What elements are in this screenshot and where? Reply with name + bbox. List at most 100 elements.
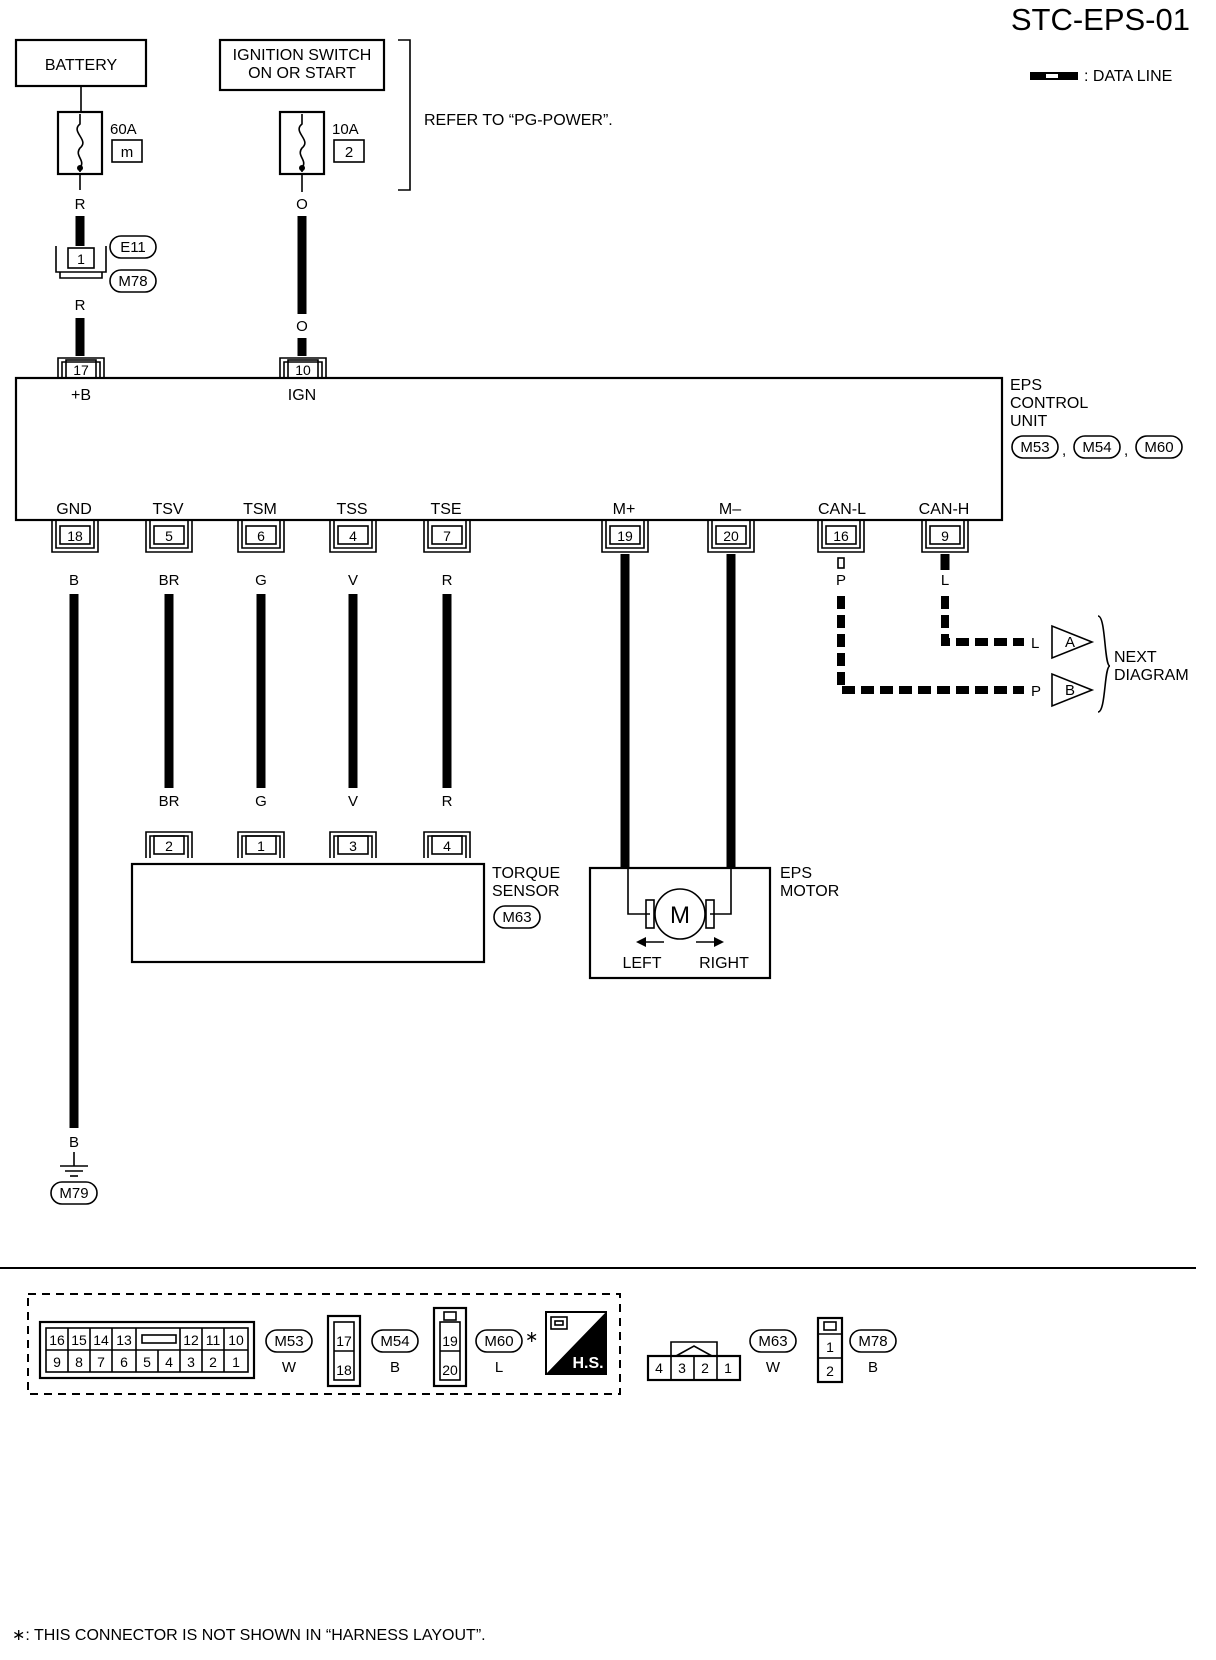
wire-color-v-2: V [348,793,358,810]
eps-control-unit [14,376,1004,522]
harness-plug-icon [550,1316,568,1330]
m63-pin-1: 1 [724,1360,732,1376]
ecu-pin-16-num: 16 [833,528,849,544]
torque-pin-2-num: 2 [165,838,173,854]
wire-color-l-1: L [941,572,949,589]
m60-asterisk: ∗ [525,1329,538,1346]
m63-pin-2: 2 [701,1360,709,1376]
ecu-pin-7-num: 7 [443,528,451,544]
wire-color-r-2: R [75,297,86,314]
can-l-data-line [837,596,1024,694]
fuse-10a-dot [299,165,305,171]
m54-id: M54 [380,1333,409,1350]
m54-badge [371,1329,419,1353]
ecu-name-1: EPS [1010,377,1042,394]
hs-label: H.S. [572,1355,603,1372]
m63-pin-3: 3 [678,1360,686,1376]
motor-lead-right [710,868,732,915]
motor-brush-right [705,899,715,929]
fuse-10a-element [298,114,306,172]
next-arrow-b [1051,672,1095,708]
ecu-pin-19: 19 [601,520,649,553]
ecu-pin-10: 10 [279,357,327,379]
wire-color-o-1: O [296,196,308,213]
fuse-10a-id-box [333,139,365,163]
m53-connector-face: 16 15 14 13 12 11 10 9 8 7 6 5 4 3 2 1 [38,1320,256,1380]
ecu-pin-20: 20 [707,520,755,553]
ecu-pin-6-num: 6 [257,528,265,544]
m53-pin-6: 6 [120,1354,128,1370]
ecu-label-b: +B [71,387,91,404]
wire-color-br-1: BR [159,572,180,589]
m60-pin-20: 20 [442,1362,458,1378]
m53-badge [265,1329,313,1353]
eps-motor-name-1: EPS [780,865,812,882]
ecu-label-tsv: TSV [152,501,183,518]
m78-color: B [868,1359,878,1376]
ecu-pin-9: 9 [921,520,969,553]
junction-pin: 1 [77,251,85,267]
wire-color-g-2: G [255,793,267,810]
m60-badge [475,1329,523,1353]
conn-m53-badge [1011,435,1059,459]
ecu-pin-4: 4 [329,520,377,553]
m54-color: B [390,1359,400,1376]
wire-color-o-2: O [296,318,308,335]
m60-id: M60 [484,1333,513,1350]
ecu-pin-6: 6 [237,520,285,553]
ecu-pin-17: 17 [57,357,105,379]
wire-color-l-2: L [1031,635,1039,652]
ecu-label-ign: IGN [288,387,316,404]
m63-color: W [766,1359,781,1376]
conn-m78: M78 [118,273,147,290]
ecu-conn-sep-1: , [1062,442,1066,459]
m53-pin-14: 14 [93,1332,109,1348]
ecu-pin-18-num: 18 [67,528,83,544]
ground-conn: M79 [59,1185,88,1202]
ecu-label-mplus: M+ [613,501,636,518]
ecu-conn-m54: M54 [1082,439,1111,456]
ecu-label-canl: CAN-L [818,501,866,518]
ecu-pin-4-num: 4 [349,528,357,544]
m53-pin-12: 12 [183,1332,199,1348]
data-line-legend-label: : DATA LINE [1084,68,1172,85]
conn-e11: E11 [120,239,146,256]
next-diagram-label-1: NEXT [1114,649,1157,666]
fuse-10a-id: 2 [345,144,353,161]
m78-id: M78 [858,1333,887,1350]
left-arrow-icon [636,937,664,947]
harness-side-badge: H.S. [545,1311,607,1375]
m53-pin-11: 11 [206,1332,221,1348]
m53-pin-5: 5 [143,1354,151,1370]
conn-m60-badge [1135,435,1183,459]
ecu-label-tss: TSS [336,501,367,518]
fuse-60a-element [76,114,84,172]
torque-sensor [130,862,486,964]
ecu-label-mminus: M– [719,501,741,518]
wire-color-r-4: R [442,793,453,810]
m53-pin-9: 9 [53,1354,61,1370]
fuse-10a-rating: 10A [332,121,359,138]
m54-connector-face: 17 18 [326,1314,362,1388]
m53-pin-15: 15 [71,1332,87,1348]
motor-symbol: M [670,902,690,929]
ecu-pin-18: 18 [51,520,99,553]
torque-pin-1-num: 1 [257,838,265,854]
ecu-name-2: CONTROL [1010,395,1088,412]
wire-color-br-2: BR [159,793,180,810]
ignition-switch-box [218,38,386,92]
m54-pin-18: 18 [336,1362,352,1378]
can-l-stub [837,557,845,569]
torque-pin-2: 2 [145,831,193,858]
ecu-conn-m53: M53 [1020,439,1049,456]
motor-icon [654,888,706,940]
ecu-pin-19-num: 19 [617,528,633,544]
motor-lead-left [627,868,650,915]
eps-motor-name-2: MOTOR [780,883,839,900]
ecu-label-gnd: GND [56,501,92,518]
fuse-60a-rating: 60A [110,121,137,138]
right-arrow-icon [696,937,724,947]
conn-m63-badge [493,905,541,929]
ecu-pin-10-num: 10 [295,362,311,378]
